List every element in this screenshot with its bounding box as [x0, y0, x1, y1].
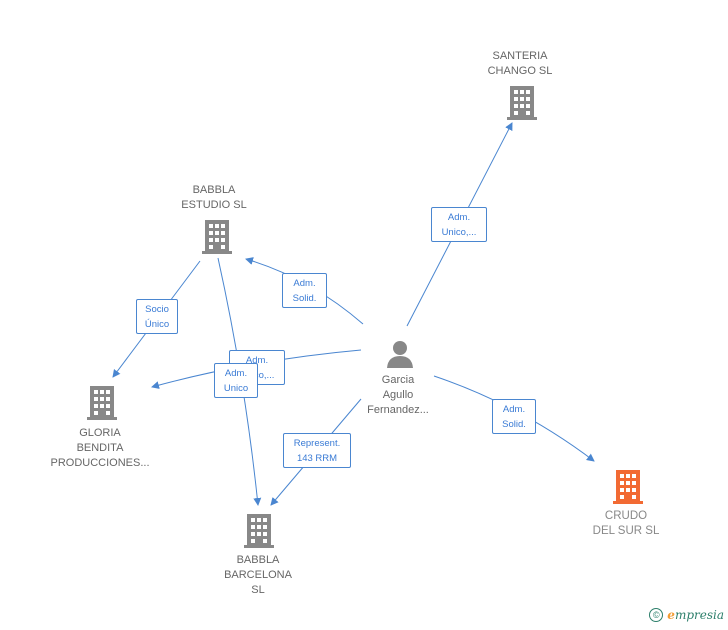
building-icon[interactable]: [86, 385, 118, 421]
node-label-gloria: GLORIA BENDITA PRODUCCIONES...: [50, 427, 150, 469]
building-icon[interactable]: [201, 219, 233, 255]
edge-label-santeria[interactable]: Adm. Unico,...: [431, 207, 487, 242]
person-icon[interactable]: [385, 339, 415, 369]
node-label-babbla-estudio: BABBLA ESTUDIO SL: [181, 184, 247, 211]
node-label-crudo: CRUDO DEL SUR SL: [592, 510, 660, 537]
brand-logo[interactable]: empresia: [667, 608, 724, 622]
node-label-babbla-barcelona: BABBLA BARCELONA SL: [224, 554, 292, 596]
edge-label-gloria-front[interactable]: Adm. Unico: [214, 363, 258, 398]
building-icon-highlighted[interactable]: [612, 469, 644, 505]
edge-label-estudio[interactable]: Adm. Solid.: [282, 273, 327, 308]
node-label-person: Garcia Agullo Fernandez...: [367, 374, 429, 416]
edge-label-socio[interactable]: Socio Único: [136, 299, 178, 334]
building-icon[interactable]: [506, 85, 538, 121]
building-icon[interactable]: [243, 513, 275, 549]
edge-label-barcelona[interactable]: Represent. 143 RRM: [283, 433, 351, 468]
node-label-santeria: SANTERIA CHANGO SL: [487, 50, 553, 77]
copyright-icon: ©: [649, 608, 664, 622]
footer-brand: © empresia: [649, 608, 724, 622]
edge-label-crudo[interactable]: Adm. Solid.: [492, 399, 536, 434]
